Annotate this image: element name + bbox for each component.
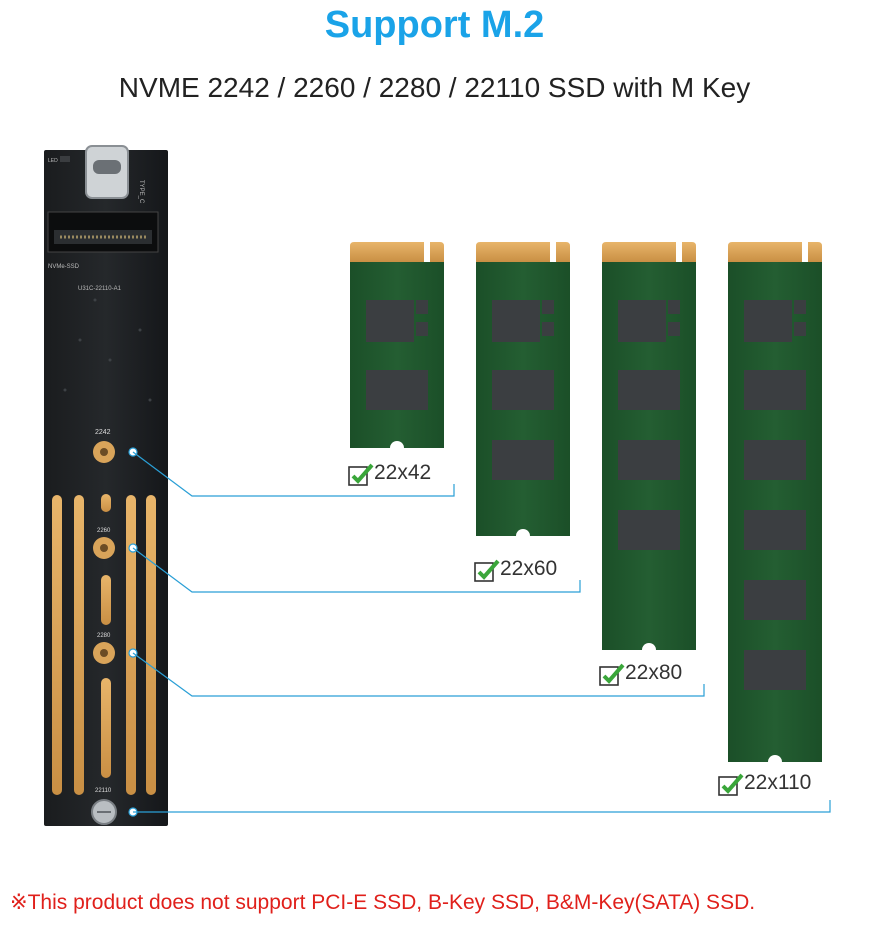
led-indicator (60, 156, 70, 162)
page-subtitle: NVME 2242 / 2260 / 2280 / 22110 SSD with… (118, 72, 751, 103)
checkmark-icon (718, 773, 744, 796)
size-label-2242: 22x42 (348, 461, 432, 486)
size-text-22110: 22x110 (744, 771, 812, 794)
standoff-22110-screw (91, 799, 117, 825)
ssd-22110 (728, 242, 822, 769)
usb-c-port (85, 145, 129, 199)
ssd-2242 (350, 242, 444, 455)
size-text-2260: 22x60 (500, 557, 558, 580)
silk-2280: 2280 (97, 633, 111, 639)
silk-2260: 2260 (97, 528, 111, 534)
standoff-2280 (93, 642, 115, 664)
size-text-2280: 22x80 (625, 661, 683, 684)
silk-22110: 22110 (95, 788, 112, 794)
standoff-2242 (93, 441, 115, 463)
ssd-2260 (476, 242, 570, 543)
ssd-2280 (602, 242, 696, 657)
size-text-2242: 22x42 (374, 461, 432, 484)
enclosure-board: LED TYPE_C NVMe-SSD U31C-22110-A1 2242 2… (44, 145, 168, 826)
silk-nvme-ssd: NVMe-SSD (48, 264, 80, 270)
m2-slot (47, 211, 159, 253)
checkmark-icon (348, 463, 374, 486)
checkmark-icon (474, 559, 500, 582)
standoff-2260 (93, 537, 115, 559)
gold-rails (52, 494, 156, 795)
silk-2242: 2242 (95, 429, 111, 436)
size-label-2280: 22x80 (599, 661, 683, 686)
page-title: Support M.2 (324, 4, 545, 46)
size-label-2260: 22x60 (474, 557, 558, 582)
silk-model: U31C-22110-A1 (78, 286, 122, 292)
unsupported-notice: ※This product does not support PCI-E SSD… (10, 891, 756, 914)
leader-lines (128, 447, 831, 817)
size-label-22110: 22x110 (718, 771, 812, 796)
silk-led: LED (48, 158, 58, 164)
checkmark-icon (599, 663, 625, 686)
silk-type-c: TYPE_C (138, 180, 144, 204)
